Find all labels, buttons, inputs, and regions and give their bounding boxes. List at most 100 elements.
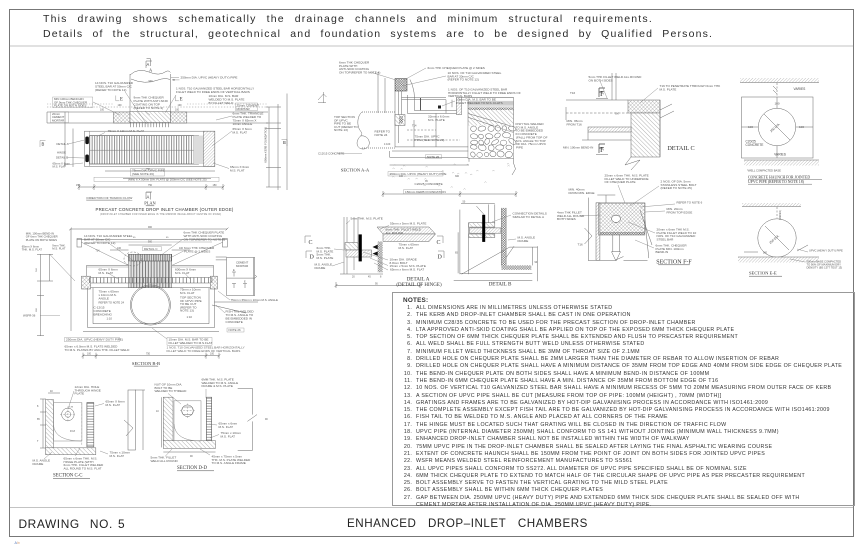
svg-text:OF 6mm THK CHEQUER: OF 6mm THK CHEQUER xyxy=(26,235,58,239)
svg-text:(REFER TO NOTE 25): (REFER TO NOTE 25) xyxy=(661,186,692,190)
svg-text:COATING ON TOP: COATING ON TOP xyxy=(134,103,160,107)
svg-text:T16 TO PENETRATE THROUGH 6mm T: T16 TO PENETRATE THROUGH 6mm THK xyxy=(660,84,722,88)
svg-text:65mm x 6mm: 65mm x 6mm xyxy=(219,422,238,426)
svg-text:32mm x 6.0mm: 32mm x 6.0mm xyxy=(428,115,450,119)
svg-text:65mm x 6mm THK. M.S.: 65mm x 6mm THK. M.S. xyxy=(64,457,98,461)
svg-text:75mm x 65mm: 75mm x 65mm xyxy=(99,290,120,294)
svg-text:FISH TAIL WELDED: FISH TAIL WELDED xyxy=(516,122,545,126)
svg-text:M.S. FLAT: M.S. FLAT xyxy=(52,247,65,251)
svg-text:15mm x 5mm M.S. PLATE: 15mm x 5mm M.S. PLATE xyxy=(390,264,426,268)
svg-text:FISH TAIL WELDED: FISH TAIL WELDED xyxy=(226,310,255,314)
svg-text:6mm THK CHEQUER: 6mm THK CHEQUER xyxy=(184,246,215,250)
svg-text:100: 100 xyxy=(117,247,122,250)
svg-text:75mm x 10mm: 75mm x 10mm xyxy=(110,451,131,455)
svg-text:VARIES: VARIES xyxy=(794,87,807,91)
svg-text:100: 100 xyxy=(799,125,804,129)
svg-text:E: E xyxy=(120,98,123,103)
svg-text:ON TOP(REFER TO NOTE 4): ON TOP(REFER TO NOTE 4) xyxy=(339,70,380,74)
svg-text:SECTION A-A: SECTION A-A xyxy=(341,168,370,173)
svg-text:900: 900 xyxy=(149,80,154,83)
svg-text:9mm THK.: 9mm THK. xyxy=(52,244,66,248)
svg-text:UPVC (HEAVY DUTY) PIPE: UPVC (HEAVY DUTY) PIPE xyxy=(809,249,843,253)
svg-text:ALL ROUND TO M.S. FLAT: ALL ROUND TO M.S. FLAT xyxy=(64,466,102,470)
svg-text:TOP SECTION: TOP SECTION xyxy=(180,296,201,300)
svg-text:DETAIL A: DETAIL A xyxy=(407,277,430,283)
svg-text:PLAN: PLAN xyxy=(144,201,156,206)
svg-text:90: 90 xyxy=(535,261,538,264)
svg-text:NUT OF 10mm DIA.: NUT OF 10mm DIA. xyxy=(155,383,183,387)
svg-text:FROM T16: FROM T16 xyxy=(567,122,583,126)
svg-text:TOP SECTION: TOP SECTION xyxy=(334,115,355,119)
svg-text:100: 100 xyxy=(118,104,123,107)
svg-text:BAR AT 50mm C/C: BAR AT 50mm C/C xyxy=(84,238,111,242)
svg-text:STEEL BAR: STEEL BAR xyxy=(657,237,675,241)
svg-text:65mm x 6mm M.S. FLAT: 65mm x 6mm M.S. FLAT xyxy=(390,268,424,272)
svg-text:PRECAST CONCRETE DROP INLET CH: PRECAST CONCRETE DROP INLET CHAMBER (OUT… xyxy=(96,207,234,212)
svg-text:SECTION D-D: SECTION D-D xyxy=(177,466,208,471)
svg-text:(REFER TO NOTE 12): (REFER TO NOTE 12) xyxy=(84,241,115,245)
svg-text:E: E xyxy=(244,280,246,284)
svg-text:FRAME: FRAME xyxy=(315,266,326,270)
svg-text:(FALL) FROM TOP OF: (FALL) FROM TOP OF xyxy=(516,136,548,140)
svg-text:TO M.S. PLATES BY ANG THK. FIL: TO M.S. PLATES BY ANG THK. FILLET WELD xyxy=(65,348,131,352)
svg-text:MIN. 35mm: MIN. 35mm xyxy=(567,119,583,123)
svg-text:6mm THK CHEQUER PLATE: 6mm THK CHEQUER PLATE xyxy=(184,231,225,235)
svg-text:50: 50 xyxy=(463,201,466,204)
svg-text:E: E xyxy=(233,268,235,272)
svg-text:250 DIA.: 250 DIA. xyxy=(769,122,781,133)
svg-text:TO M.S. ANGLE FRAME: TO M.S. ANGLE FRAME xyxy=(212,461,246,465)
svg-text:750: 750 xyxy=(146,168,151,171)
svg-text:BREACHING: BREACHING xyxy=(94,313,113,317)
svg-text:HORIZONTALLY FILLET WELD TO FR: HORIZONTALLY FILLET WELD TO FREE ENDS OF xyxy=(448,91,521,95)
svg-text:WELDED TO THREAD: WELDED TO THREAD xyxy=(155,389,188,393)
svg-text:6MM THK. M.S. PLATE: 6MM THK. M.S. PLATE xyxy=(202,378,234,382)
svg-text:M.S. PLATE: M.S. PLATE xyxy=(428,118,445,122)
svg-text:90: 90 xyxy=(265,418,268,421)
svg-text:MIN. 20mm: MIN. 20mm xyxy=(667,207,683,211)
svg-text:D: D xyxy=(438,255,443,261)
svg-text:65: 65 xyxy=(133,237,136,239)
svg-text:MORTAR: MORTAR xyxy=(52,119,64,123)
svg-text:A: A xyxy=(147,62,150,67)
svg-text:PLATE MIN. 100mm: PLATE MIN. 100mm xyxy=(656,247,685,251)
svg-text:NOTE 26: NOTE 26 xyxy=(427,155,439,159)
svg-text:PIPE (SEE NOTE 20): PIPE (SEE NOTE 20) xyxy=(415,138,445,142)
svg-text:TO M.S. ANGLE TO: TO M.S. ANGLE TO xyxy=(226,313,254,317)
svg-text:M.S. FLAT: M.S. FLAT xyxy=(230,169,245,173)
svg-text:UPVC PIPE (REFER TO NOTE 18): UPVC PIPE (REFER TO NOTE 18) xyxy=(748,180,805,184)
svg-text:MIN. 100mm BEND-IN: MIN. 100mm BEND-IN xyxy=(563,146,593,150)
svg-text:20: 20 xyxy=(352,276,355,279)
svg-text:95: 95 xyxy=(375,283,378,286)
svg-text:5mm THK. FILLET: 5mm THK. FILLET xyxy=(151,456,177,460)
svg-text:BE EMBEDDED IN: BE EMBEDDED IN xyxy=(226,317,252,321)
svg-text:NOTE 13): NOTE 13) xyxy=(180,309,194,313)
svg-text:THK. M.S. FLAT: THK. M.S. FLAT xyxy=(22,248,43,252)
svg-text:85: 85 xyxy=(37,418,40,421)
svg-text:T: T xyxy=(37,440,39,443)
svg-text:1 NOS. OF T10 GALVANIZED STEEL: 1 NOS. OF T10 GALVANIZED STEEL BAR xyxy=(448,88,508,92)
svg-text:600: 600 xyxy=(36,307,38,311)
svg-text:BOTH SIDES: BOTH SIDES xyxy=(557,217,576,221)
svg-text:WITH ANTI-SKID COATING: WITH ANTI-SKID COATING xyxy=(184,234,223,238)
svg-text:35: 35 xyxy=(425,180,428,183)
svg-text:250mm DIA. UPVC (HEAVY DUTY) P: 250mm DIA. UPVC (HEAVY DUTY) PIPE xyxy=(181,76,238,80)
svg-text:DETAIL A: DETAIL A xyxy=(57,142,69,146)
svg-text:NOTE 24: NOTE 24 xyxy=(375,133,388,137)
svg-text:100: 100 xyxy=(175,109,180,112)
svg-text:75mm x 10mm: 75mm x 10mm xyxy=(221,431,242,435)
svg-text:65mm x 6.0mm M.S. FLATS WELDED: 65mm x 6.0mm M.S. FLATS WELDED xyxy=(65,345,119,349)
svg-text:500mm BASE COMPACTED: 500mm BASE COMPACTED xyxy=(807,260,842,264)
svg-text:900: 900 xyxy=(148,226,153,229)
svg-text:MORTAR: MORTAR xyxy=(236,264,248,268)
svg-text:100: 100 xyxy=(100,109,105,112)
svg-text:BY FILLET WELD: BY FILLET WELD xyxy=(209,101,235,105)
svg-text:600mm X 6mm: 600mm X 6mm xyxy=(175,268,196,272)
svg-text:X M: X M xyxy=(69,407,73,409)
svg-text:M.S. FLAT: M.S. FLAT xyxy=(219,425,234,429)
svg-text:WELD ALL ROUND: WELD ALL ROUND xyxy=(151,459,179,463)
svg-text:ANTI-SKID COATING: ANTI-SKID COATING xyxy=(339,67,370,71)
svg-text:MIN 100mm BENCHIN: MIN 100mm BENCHIN xyxy=(54,97,84,101)
svg-text:MIN. 100mm BEND-IN: MIN. 100mm BEND-IN xyxy=(26,232,54,236)
svg-text:BEND-IN: BEND-IN xyxy=(656,250,669,254)
svg-text:M.S. PLATE: M.S. PLATE xyxy=(317,249,334,253)
